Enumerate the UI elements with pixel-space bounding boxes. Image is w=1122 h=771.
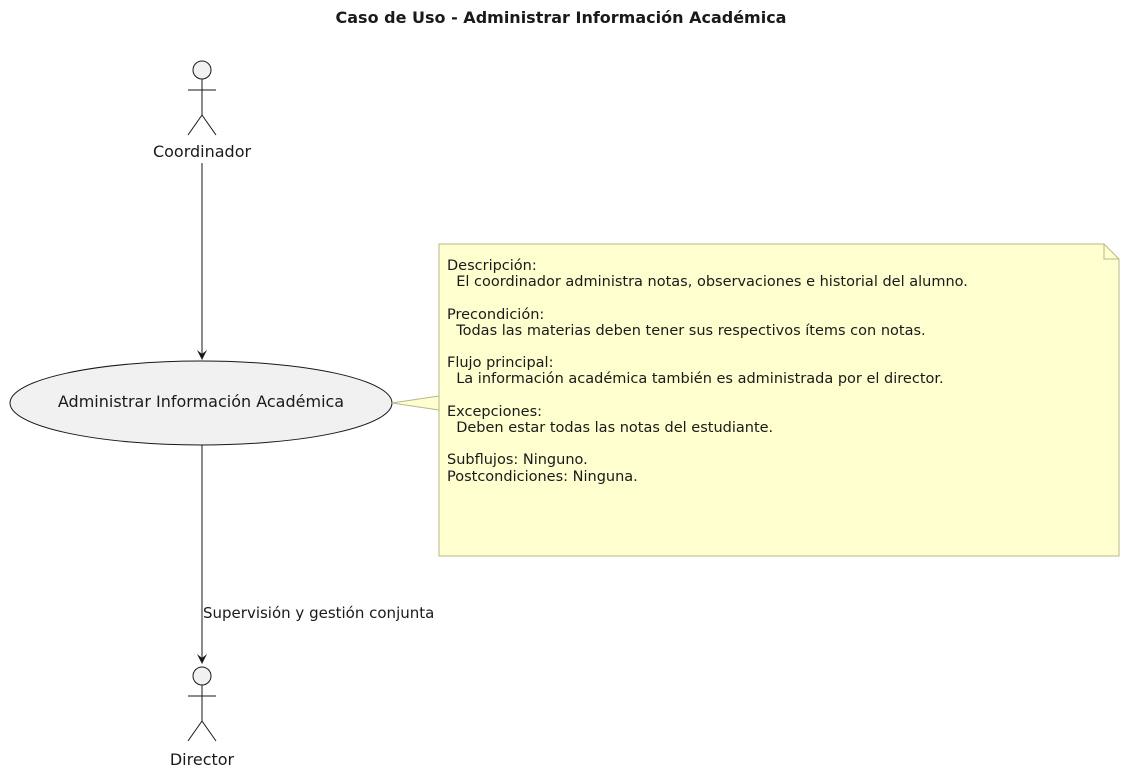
note-box xyxy=(438,243,1120,557)
director-actor-label: Director xyxy=(169,750,235,769)
diagram-title: Caso de Uso - Administrar Información Ac… xyxy=(335,8,787,27)
note-fold xyxy=(1103,244,1119,260)
usecase-label: Administrar Información Académica xyxy=(57,392,345,411)
coordinator-actor-figure xyxy=(187,60,217,136)
edge-label: Supervisión y gestión conjunta xyxy=(203,604,435,622)
coordinator-actor-label: Coordinador xyxy=(152,142,252,161)
note-text: Descripción: El coordinador administra n… xyxy=(447,258,968,485)
note-connector xyxy=(391,395,440,411)
director-actor-figure xyxy=(187,666,217,742)
